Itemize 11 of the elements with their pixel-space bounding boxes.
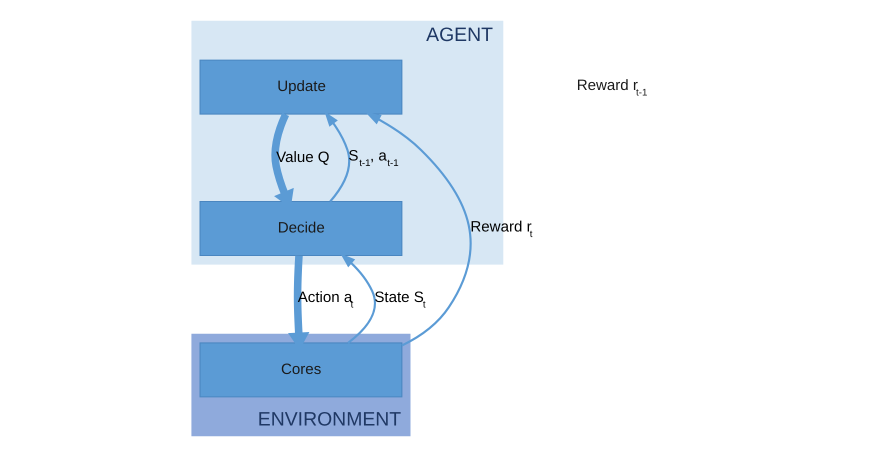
edge-label: Reward r$_{t}$ (470, 218, 532, 240)
node-box: Cores (200, 342, 402, 398)
arrow (340, 253, 376, 344)
edge-label: S$_{t-1}$, a$_{t-1}$ (348, 148, 399, 170)
edge-label: Value Q (276, 148, 330, 166)
node-box: Update (200, 60, 402, 115)
edge-label: State S$_{t}$ (374, 289, 426, 311)
arrow (324, 112, 350, 202)
node-box: Decide (200, 200, 402, 256)
label: Reward r$_{t-1}$ (576, 77, 648, 99)
arrow (366, 112, 472, 346)
